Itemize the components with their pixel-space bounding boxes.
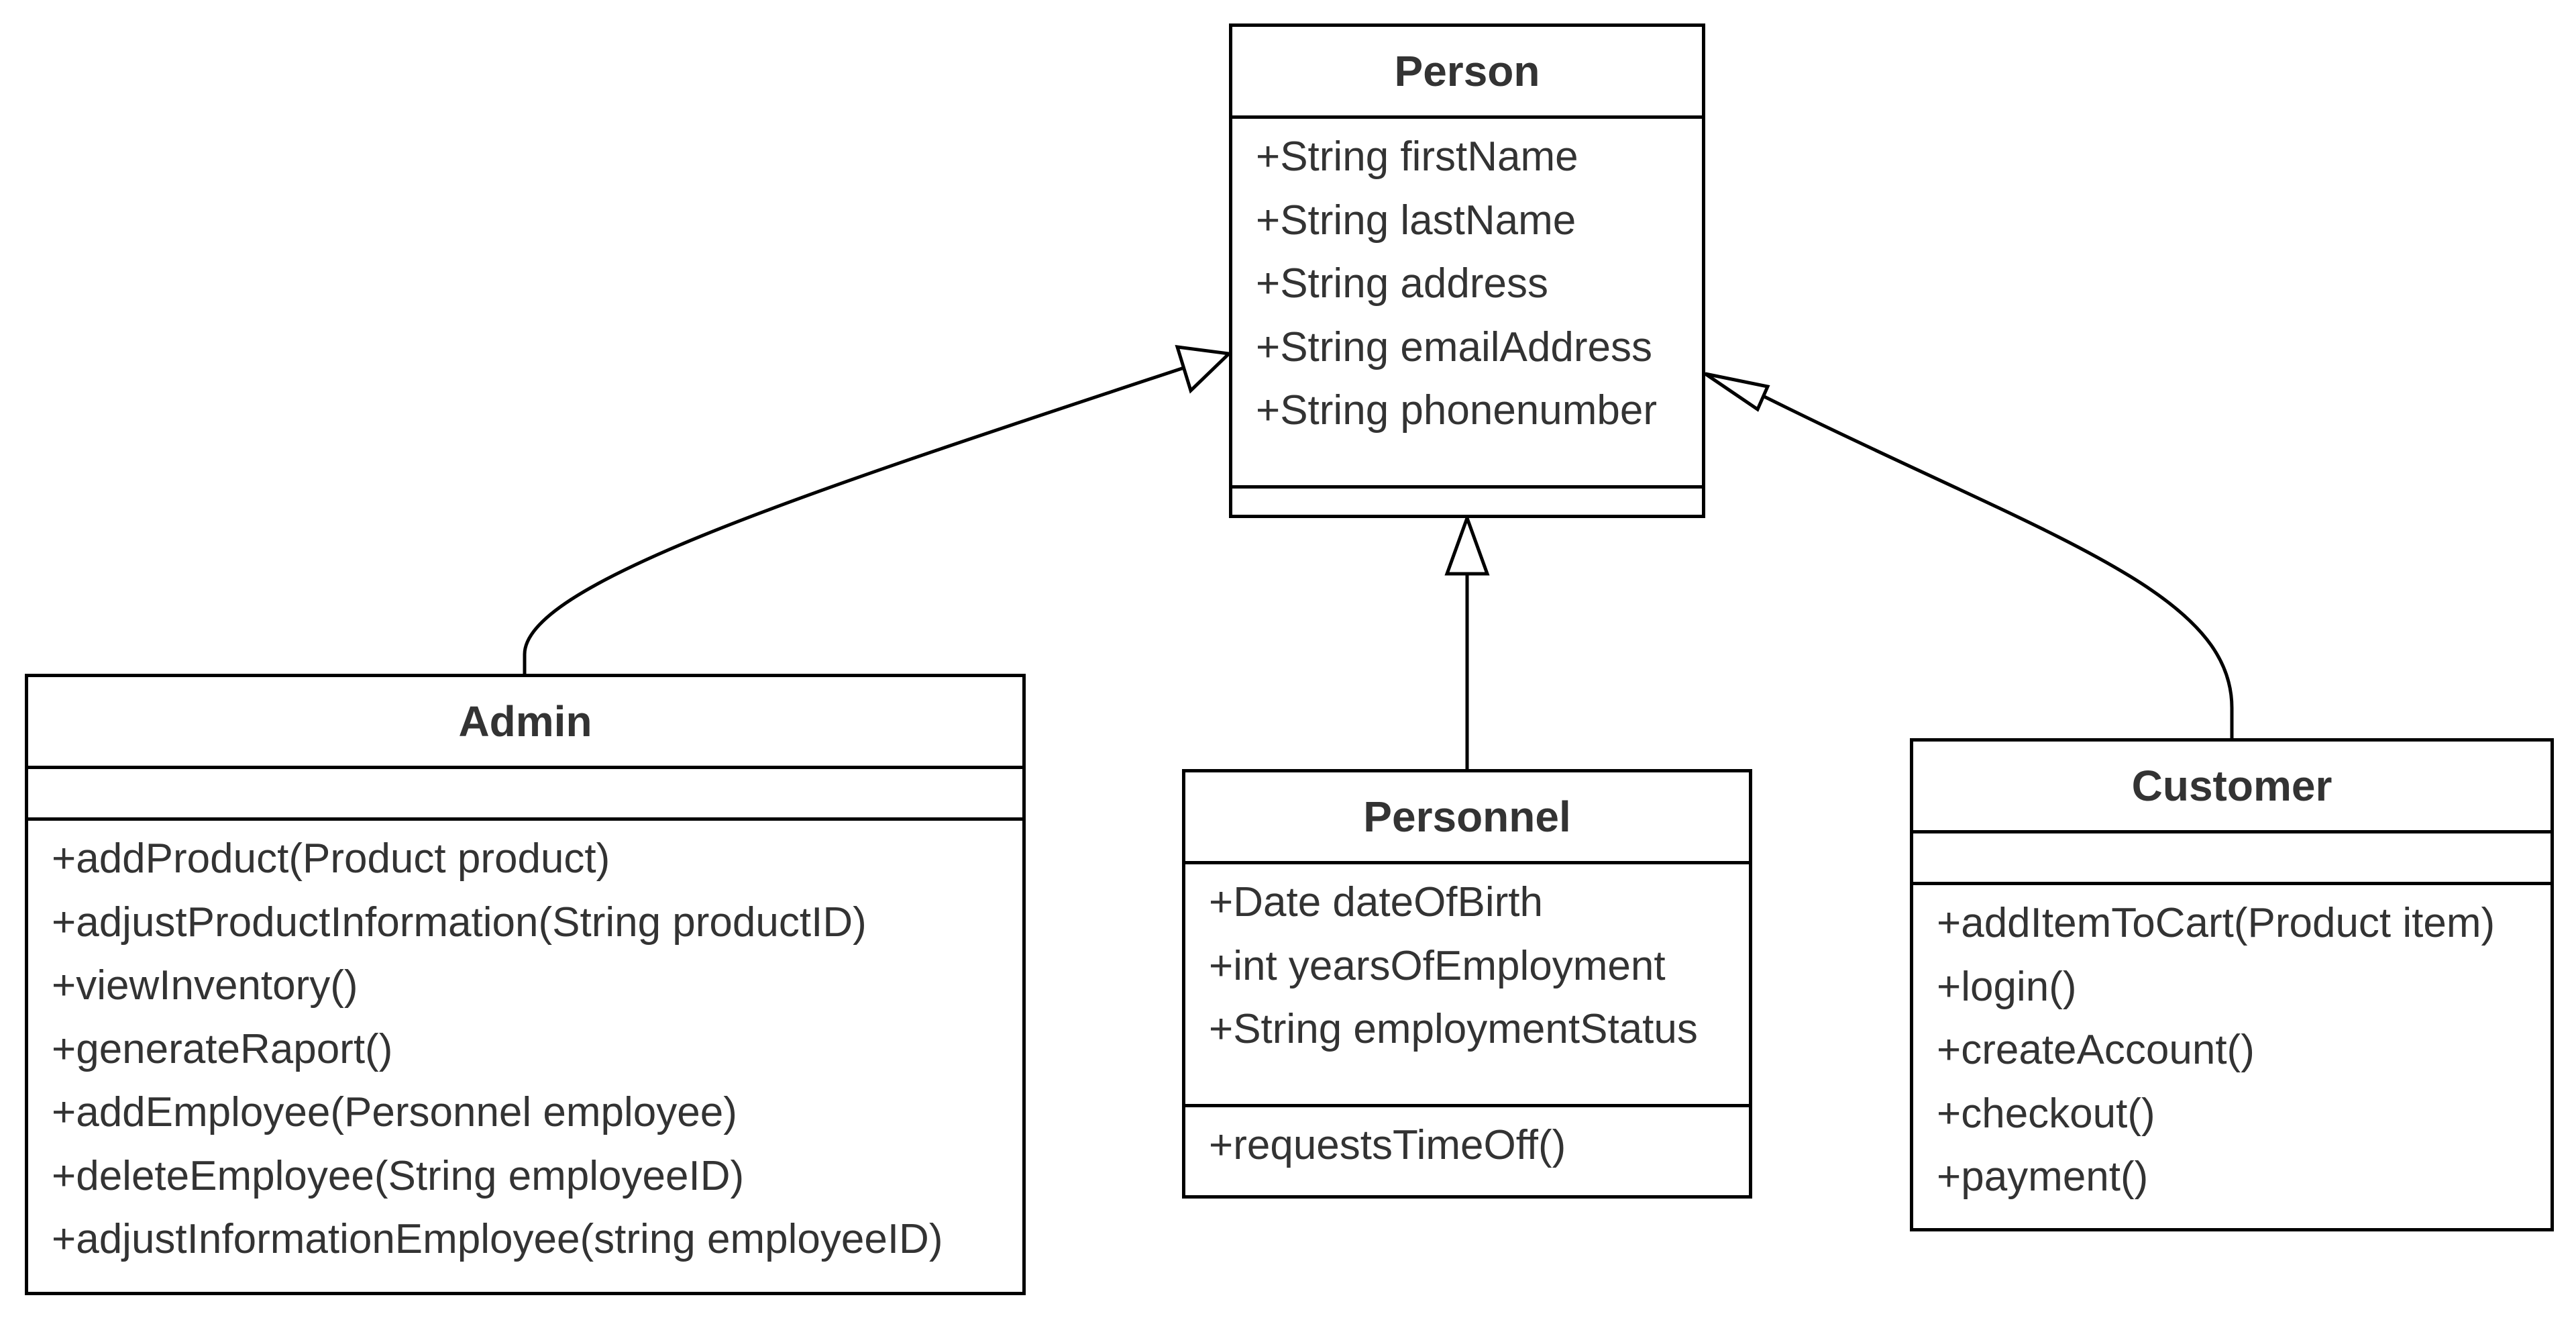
operation: +payment(): [1937, 1154, 2149, 1200]
class-name: Person: [1232, 27, 1702, 119]
operation: +generateRaport(): [52, 1025, 393, 1072]
class-name: Admin: [28, 677, 1022, 769]
attributes-compartment: [28, 769, 1022, 821]
class-name: Personnel: [1185, 772, 1749, 864]
operations-compartment: +addProduct(Product product) +adjustProd…: [28, 821, 1022, 1292]
operations-compartment: +requestsTimeOff(): [1185, 1107, 1749, 1195]
operation: +addItemToCart(Product item): [1937, 900, 2496, 946]
operation: +createAccount(): [1937, 1027, 2255, 1073]
operation: +addProduct(Product product): [52, 835, 610, 882]
attribute: +String phonenumber: [1256, 387, 1658, 434]
attributes-compartment: [1913, 833, 2551, 885]
admin-to-person-line[interactable]: [523, 366, 1185, 674]
attribute: +String lastName: [1256, 197, 1576, 244]
attribute: +Date dateOfBirth: [1209, 879, 1543, 925]
class-box-customer[interactable]: Customer +addItemToCart(Product item) +l…: [1910, 738, 2554, 1231]
operation: +requestsTimeOff(): [1209, 1122, 1566, 1168]
operation: +viewInventory(): [52, 962, 358, 1009]
admin-generalization-arrowhead[interactable]: [1175, 345, 1233, 394]
class-box-person[interactable]: Person +String firstName +String lastNam…: [1229, 23, 1705, 518]
attribute: +String address: [1256, 260, 1548, 307]
attributes-compartment: +Date dateOfBirth +int yearsOfEmployment…: [1185, 864, 1749, 1107]
operations-compartment: [1232, 489, 1702, 515]
attributes-compartment: +String firstName +String lastName +Stri…: [1232, 119, 1702, 489]
operation: +deleteEmployee(String employeeID): [52, 1152, 745, 1199]
attribute: +String firstName: [1256, 134, 1578, 180]
class-box-personnel[interactable]: Personnel +Date dateOfBirth +int yearsOf…: [1182, 769, 1752, 1199]
class-name: Customer: [1913, 742, 2551, 833]
operation: +adjustInformationEmployee(string employ…: [52, 1216, 943, 1262]
operation: +login(): [1937, 963, 2077, 1010]
operation: +checkout(): [1937, 1090, 2155, 1137]
attribute: +String emailAddress: [1256, 323, 1652, 370]
customer-to-person-line[interactable]: [1762, 394, 2234, 738]
personnel-generalization-arrowhead[interactable]: [1444, 513, 1490, 576]
class-box-admin[interactable]: Admin +addProduct(Product product) +adju…: [25, 674, 1026, 1295]
customer-generalization-arrowhead[interactable]: [1704, 372, 1770, 412]
operation: +adjustProductInformation(String product…: [52, 899, 867, 946]
operation: +addEmployee(Personnel employee): [52, 1089, 737, 1135]
attribute: +String employmentStatus: [1209, 1006, 1698, 1052]
attribute: +int yearsOfEmployment: [1209, 942, 1666, 989]
operations-compartment: +addItemToCart(Product item) +login() +c…: [1913, 885, 2551, 1228]
